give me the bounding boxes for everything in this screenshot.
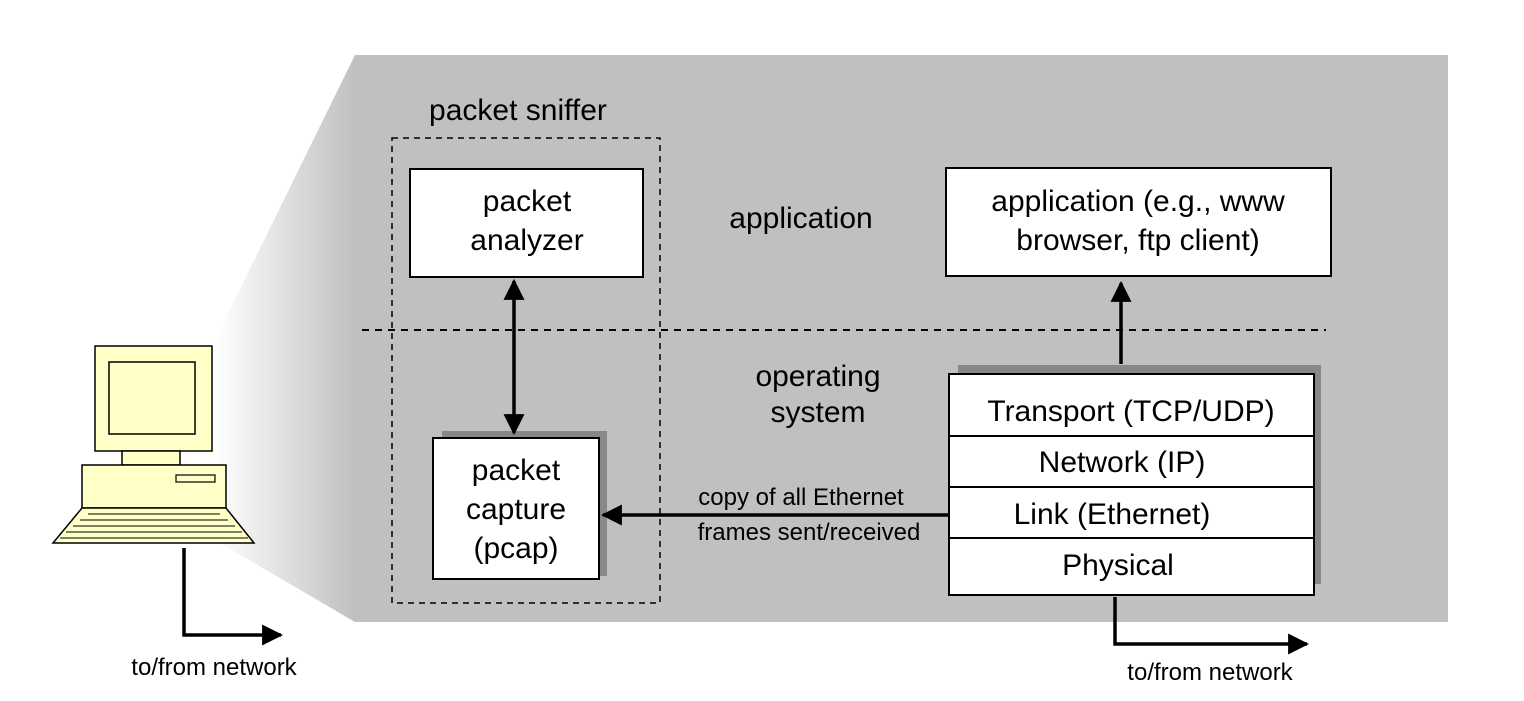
packet-capture-label-2: capture <box>466 493 566 526</box>
packet-capture-box <box>432 437 600 580</box>
packet-sniffer-title: packet sniffer <box>429 94 607 127</box>
layer-network-box <box>948 435 1315 488</box>
disk-slot <box>175 474 216 483</box>
copy-frames-label-2: frames sent/received <box>698 519 921 546</box>
os-zone-label-1: operating <box>755 360 880 393</box>
application-box <box>945 167 1332 277</box>
network-label-left: to/from network <box>131 654 297 681</box>
layer-physical-label: Physical <box>1062 549 1174 582</box>
computer-network-arrow <box>182 548 284 646</box>
monitor-screen <box>108 361 196 435</box>
packet-analyzer-label-2: analyzer <box>470 224 583 257</box>
packet-capture-label-3: (pcap) <box>473 532 558 565</box>
layer-physical-box <box>948 537 1315 596</box>
monitor-stand <box>121 450 181 466</box>
layer-link-box <box>948 486 1315 539</box>
layer-network-label: Network (IP) <box>1039 446 1206 479</box>
layer-transport-box <box>948 373 1315 437</box>
packet-analyzer-box <box>409 168 644 278</box>
physical-network-arrow <box>1113 597 1310 655</box>
layer-transport-label: Transport (TCP/UDP) <box>987 395 1274 428</box>
computer-icon <box>51 345 256 544</box>
zoom-beam <box>215 55 355 622</box>
packet-capture-label-1: packet <box>472 454 561 487</box>
packet-sniffer-boundary <box>391 137 661 604</box>
keyboard-keys <box>60 513 248 539</box>
network-label-right: to/from network <box>1127 659 1293 686</box>
layer-link-label: Link (Ethernet) <box>1014 498 1211 531</box>
application-zone-label: application <box>729 202 872 235</box>
computer-base <box>81 464 227 509</box>
copy-frames-label-1: copy of all Ethernet <box>698 484 904 511</box>
application-box-label-2: browser, ftp client) <box>1016 224 1259 257</box>
protocol-stack: Transport (TCP/UDP) Network (IP) Link (E… <box>948 373 1315 596</box>
packet-analyzer-label-1: packet <box>483 185 572 218</box>
os-zone-label-2: system <box>770 396 865 429</box>
application-box-label-1: application (e.g., www <box>991 185 1285 218</box>
